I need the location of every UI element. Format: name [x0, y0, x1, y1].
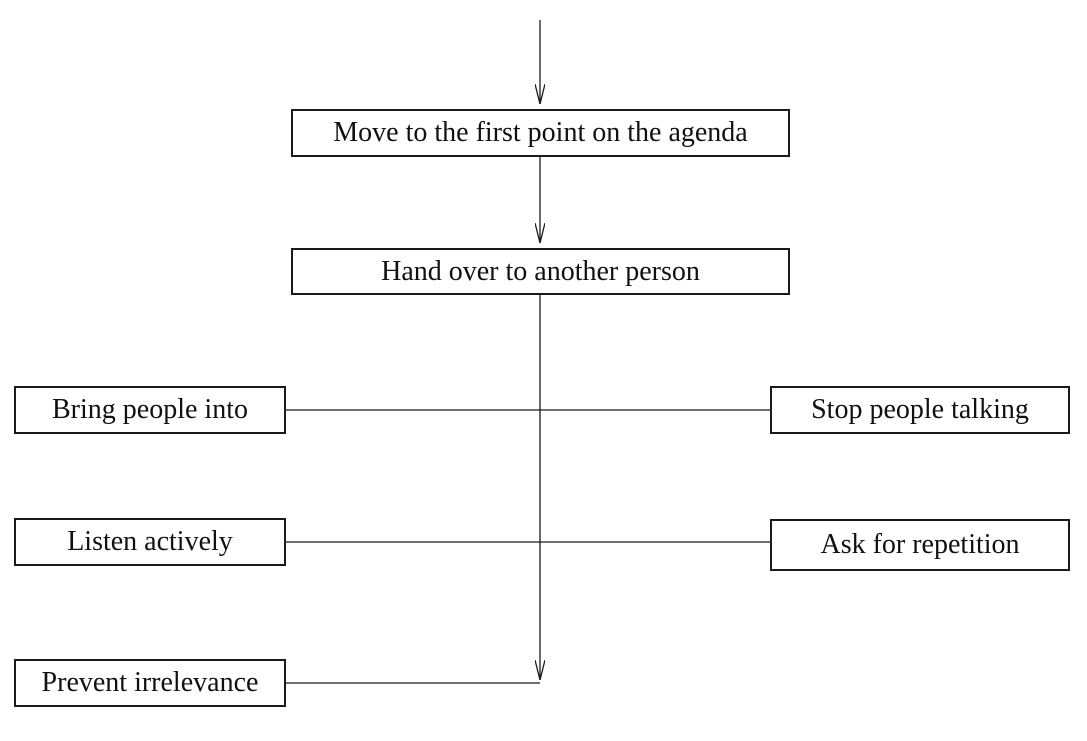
- listen-actively-box: Listen actively: [14, 518, 286, 566]
- ask-for-repetition-label: Ask for repetition: [820, 529, 1020, 560]
- bring-people-into-label: Bring people into: [52, 394, 248, 425]
- listen-actively-label: Listen actively: [67, 526, 233, 557]
- prevent-irrelevance-label: Prevent irrelevance: [41, 667, 259, 698]
- stop-people-talking-label: Stop people talking: [811, 394, 1029, 425]
- hand-over-step-box: Hand over to another person: [291, 248, 790, 295]
- hand-over-step-label: Hand over to another person: [381, 255, 700, 287]
- stop-people-talking-box: Stop people talking: [770, 386, 1070, 434]
- first-point-step-label: Move to the first point on the agenda: [333, 117, 748, 148]
- bring-people-into-box: Bring people into: [14, 386, 286, 434]
- ask-for-repetition-box: Ask for repetition: [770, 519, 1070, 571]
- first-point-step-box: Move to the first point on the agenda: [291, 109, 790, 157]
- prevent-irrelevance-box: Prevent irrelevance: [14, 659, 286, 707]
